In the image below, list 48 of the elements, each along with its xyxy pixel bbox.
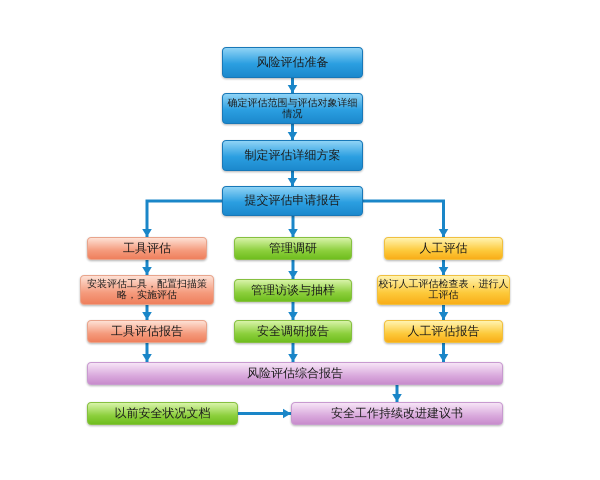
process-box	[234, 279, 352, 302]
arrow	[392, 385, 402, 402]
arrow	[142, 305, 152, 320]
box-label: 工具评估报告	[111, 324, 183, 338]
process-box	[87, 402, 238, 425]
arrow	[438, 260, 448, 275]
box-label: 风险评估准备	[256, 56, 328, 70]
arrow	[288, 260, 298, 279]
process-box	[222, 140, 363, 171]
box-label: 安全调研报告	[257, 324, 329, 338]
box-label: 以前安全状况文档	[114, 406, 210, 420]
process-box	[80, 275, 214, 305]
arrow	[288, 171, 298, 186]
box-label: 安全工作持续改进建议书	[331, 406, 463, 420]
box-label: 管理调研	[269, 242, 317, 256]
arrow	[438, 343, 448, 362]
box-label: 人工评估	[420, 242, 468, 256]
arrow	[438, 305, 448, 320]
box-label: 工具评估	[123, 242, 171, 256]
process-box	[384, 320, 503, 343]
process-box	[291, 402, 503, 425]
process-box	[234, 320, 352, 343]
arrow	[142, 260, 152, 275]
box-label: 校订人工评估检查表，进行人工评估	[378, 279, 509, 301]
arrow	[238, 408, 291, 418]
arrow	[142, 200, 222, 237]
process-box	[222, 47, 363, 78]
process-box	[384, 237, 503, 260]
arrow	[363, 200, 448, 237]
process-box	[222, 93, 363, 124]
box-label: 风险评估综合报告	[247, 366, 343, 380]
box-label: 管理访谈与抽样	[251, 284, 335, 298]
process-box	[87, 237, 207, 260]
arrow	[142, 343, 152, 362]
arrow	[288, 302, 298, 320]
arrow	[288, 78, 298, 93]
box-label: 制定评估详细方案	[244, 148, 340, 162]
box-label: 安装评估工具，配置扫描策略，实施评估	[86, 279, 208, 301]
arrow	[288, 216, 298, 237]
process-box	[87, 320, 207, 343]
process-box	[222, 186, 363, 216]
box-label: 人工评估报告	[408, 324, 480, 338]
arrow	[288, 343, 298, 362]
process-box	[87, 362, 503, 385]
box-label: 提交评估申请报告	[244, 194, 340, 208]
box-label: 确定评估范围与评估对象详细情况	[226, 98, 358, 120]
process-box	[234, 237, 352, 260]
arrow	[288, 124, 298, 140]
